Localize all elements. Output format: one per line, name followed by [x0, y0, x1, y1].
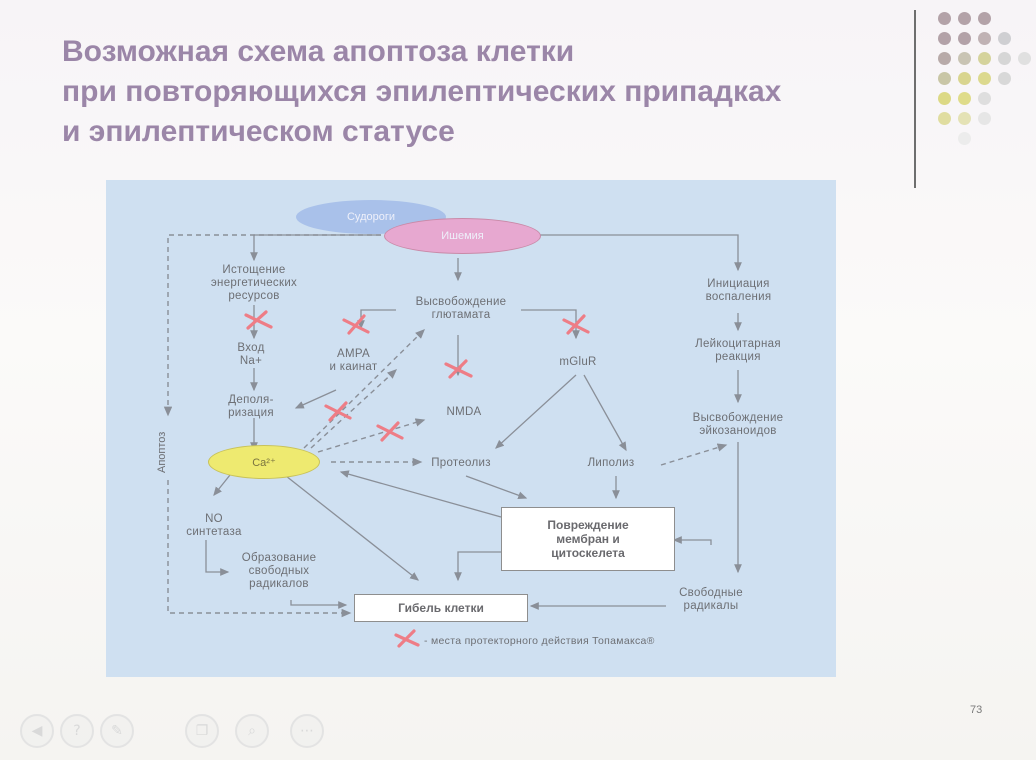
dot [978, 112, 991, 125]
dot [938, 72, 951, 85]
slide-title: Возможная схема апоптоза клетки при повт… [62, 32, 902, 152]
dashed-arrow [163, 234, 381, 417]
more-icon[interactable]: ⋯ [290, 714, 324, 748]
dot [938, 112, 951, 125]
dot [938, 92, 951, 105]
arrow [294, 389, 337, 409]
dot [958, 112, 971, 125]
arrow [205, 540, 230, 576]
nmda-label: NMDA [446, 406, 482, 418]
dashed-arrow [660, 443, 728, 466]
ischemia-label: Ишемия [441, 230, 484, 242]
topamax-cross-mark [444, 359, 473, 379]
eicosanoids-label: Высвобождение эйкозаноидов [692, 412, 784, 437]
dot [958, 12, 971, 25]
topamax-cross-mark [562, 314, 590, 335]
glutamate-release-label: Высвобождение глютамата [415, 296, 507, 321]
zoom-icon[interactable]: ⌕ [235, 714, 269, 748]
arrow [285, 475, 420, 581]
apoptosis-vertical-label: Апоптоз [156, 431, 168, 473]
dot [958, 132, 971, 145]
dot [978, 52, 991, 65]
energy-depletion-label: Истощение энергетических ресурсов [210, 264, 298, 302]
decorative-divider [914, 10, 916, 188]
arrow [465, 475, 528, 499]
copy-icon[interactable]: ❐ [185, 714, 219, 748]
topamax-cross-mark [324, 401, 352, 422]
pen-icon[interactable]: ✎ [100, 714, 134, 748]
arrow [583, 374, 627, 452]
arrow [536, 234, 742, 272]
dot [958, 72, 971, 85]
legend-cross-mark [394, 629, 420, 648]
page-number: 73 [970, 704, 983, 716]
ampa-label: AMPA и каинат [329, 348, 378, 373]
title-line-2: при повторяющихся эпилептических припадк… [62, 75, 782, 108]
ischemia-ellipse: Ишемия [384, 218, 541, 254]
title-line-3: и эпилептическом статусе [62, 115, 455, 148]
dot [958, 92, 971, 105]
dot [958, 52, 971, 65]
seizures-label: Судороги [346, 211, 395, 223]
dot [938, 32, 951, 45]
arrow [672, 536, 712, 545]
na-entry-label: Вход Na+ [237, 342, 265, 367]
arrow [290, 600, 348, 609]
depolarization-label: Деполя- ризация [228, 394, 274, 419]
apoptosis-diagram: Судороги Ишемия Ca²⁺ Истощение энергетич… [106, 180, 836, 677]
dot [978, 72, 991, 85]
lipolysis-label: Липолиз [587, 457, 635, 469]
dashed-arrow [317, 418, 426, 453]
arrow [250, 234, 381, 262]
ca-label: Ca²⁺ [252, 456, 276, 469]
arrow [521, 309, 580, 340]
free-radicals-label: Свободные радикалы [679, 587, 743, 612]
dot [998, 32, 1011, 45]
arrow [357, 309, 396, 330]
topamax-cross-mark [342, 314, 370, 335]
membrane-damage-box: Повреждение мембран и цитоскелета [501, 507, 675, 571]
dot [938, 12, 951, 25]
dot [938, 52, 951, 65]
dashed-arrow [167, 480, 352, 618]
topamax-cross-mark [376, 421, 404, 442]
cell-death-box: Гибель клетки [354, 594, 528, 622]
arrow [454, 551, 501, 582]
diagram-connectors [163, 234, 742, 648]
dot [998, 72, 1011, 85]
dot [998, 52, 1011, 65]
dot [978, 32, 991, 45]
back-icon[interactable]: ◀ [20, 714, 54, 748]
dot [958, 32, 971, 45]
topamax-cross-mark [244, 310, 273, 330]
ca-ellipse: Ca²⁺ [208, 445, 320, 479]
leukocyte-reaction-label: Лейкоцитарная реакция [695, 338, 781, 363]
title-line-1: Возможная схема апоптоза клетки [62, 35, 575, 68]
dot [1018, 52, 1031, 65]
free-radicals-formation-label: Образование свободных радикалов [241, 552, 317, 590]
dashed-arrow [310, 369, 398, 449]
inflammation-label: Инициация воспаления [705, 278, 772, 303]
dashed-arrow [303, 329, 425, 449]
dot [978, 12, 991, 25]
help-icon[interactable]: ? [60, 714, 94, 748]
mglur-label: mGluR [559, 356, 597, 368]
dot [978, 92, 991, 105]
arrow [495, 374, 577, 449]
no-synthase-label: NO синтетаза [186, 513, 242, 538]
legend-text: - места протекторного действия Топамакса… [424, 635, 655, 647]
arrow [339, 470, 502, 518]
proteolysis-label: Протеолиз [431, 457, 491, 469]
